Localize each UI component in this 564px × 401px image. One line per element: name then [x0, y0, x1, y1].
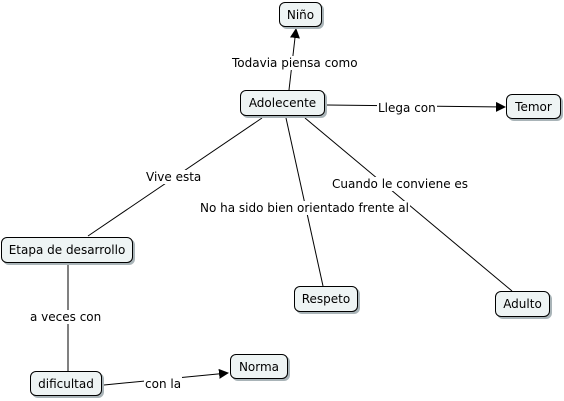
- link-label-vive: Vive esta: [145, 170, 203, 184]
- link-label-todavia: Todavia piensa como: [231, 56, 359, 70]
- concept-adulto[interactable]: Adulto: [495, 291, 550, 317]
- concept-etapa-de-desarrollo[interactable]: Etapa de desarrollo: [1, 237, 133, 263]
- link-label-a-veces: a veces con: [29, 310, 103, 324]
- link-label-no-ha-sido: No ha sido bien orientado frente al: [199, 201, 410, 215]
- concept-dificultad[interactable]: dificultad: [30, 371, 102, 396]
- concept-respeto[interactable]: Respeto: [294, 286, 358, 312]
- concept-temor[interactable]: Temor: [506, 94, 561, 119]
- link-label-cuando: Cuando le conviene es: [331, 177, 470, 191]
- concept-norma[interactable]: Norma: [230, 354, 288, 379]
- link-label-con-la: con la: [144, 377, 183, 391]
- link-label-llega: Llega con: [377, 101, 437, 115]
- concept-nino[interactable]: Niño: [279, 2, 322, 27]
- concept-adolecente[interactable]: Adolecente: [240, 90, 325, 116]
